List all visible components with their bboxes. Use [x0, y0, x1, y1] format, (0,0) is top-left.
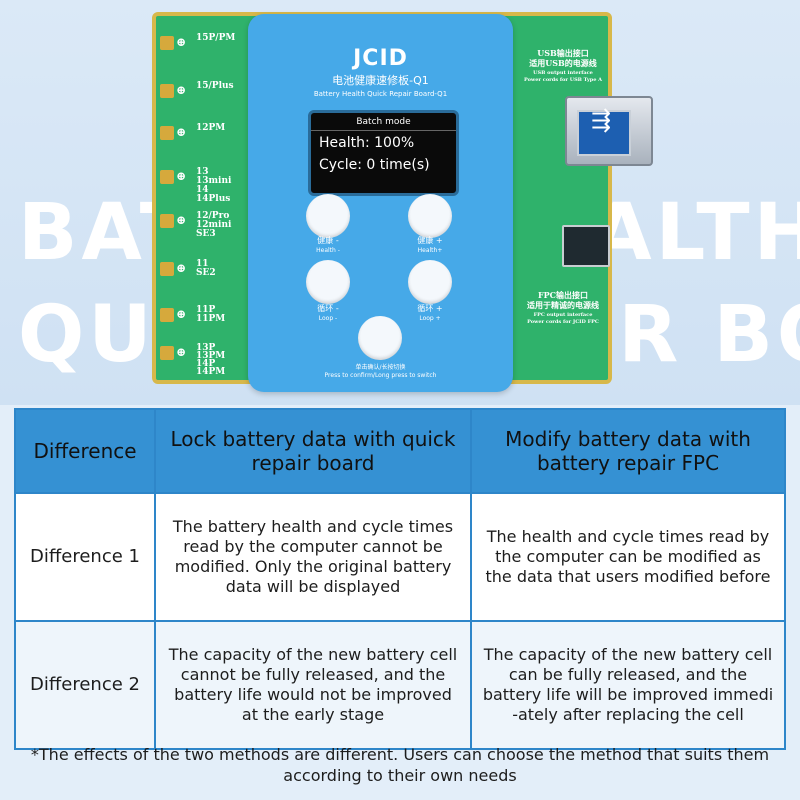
plus-icon: ⊕	[176, 125, 187, 139]
pin-row: ⊕ 11 SE2	[156, 260, 252, 280]
fpc-label-cn: FPC输出接口 适用于精诚的电源线	[527, 290, 599, 310]
header-difference: Difference	[16, 410, 156, 492]
health-minus-label: 健康 -Health -	[316, 236, 340, 254]
connector-icon	[160, 170, 174, 184]
loop-plus-button[interactable]	[408, 260, 452, 304]
row-fpc-text: The capacity of the new battery cell can…	[482, 645, 774, 724]
usb-trident-icon: ⇶	[591, 106, 612, 134]
row-label: Difference 2	[16, 622, 156, 748]
pin-row: ⊕ 15/Plus	[156, 82, 252, 102]
plus-icon: ⊕	[176, 307, 187, 321]
pin-row: ⊕ 12/Pro 12mini SE3	[156, 212, 252, 242]
table-header-row: Difference Lock battery data with quick …	[16, 410, 784, 494]
pin-label: 12PM	[196, 123, 226, 133]
connector-icon	[160, 36, 174, 50]
table-row: Difference 2 The capacity of the new bat…	[16, 622, 784, 748]
comparison-table: Difference Lock battery data with quick …	[14, 408, 786, 750]
pin-label: 15/Plus	[196, 81, 234, 91]
confirm-button[interactable]	[358, 316, 402, 360]
screen-mode: Batch mode	[311, 117, 456, 131]
loop-minus-label: 循环 -Loop -	[317, 304, 339, 322]
fpc-connector	[562, 225, 610, 267]
screen-cycle: Cycle: 0 time(s)	[319, 157, 430, 173]
brand-logo: JCID	[353, 46, 408, 71]
footnote: *The effects of the two methods are diff…	[30, 745, 770, 785]
pin-row: ⊕ 13 13mini 14 14Plus	[156, 168, 252, 208]
row-fpc-text: The health and cycle times read by the c…	[485, 527, 771, 586]
pin-label: 12/Pro 12mini SE3	[196, 211, 232, 239]
fpc-label-en: FPC output interface Power cords for JCI…	[527, 312, 599, 325]
loop-minus-button[interactable]	[306, 260, 350, 304]
repair-board-device: JCID 电池健康速修板-Q1 Battery Health Quick Rep…	[248, 14, 513, 392]
row-board-text: The battery health and cycle times read …	[156, 494, 472, 620]
health-plus-label: 健康 +Health+	[417, 236, 443, 254]
pin-label: 13 13mini 14 14Plus	[196, 167, 232, 204]
pin-label: 11 SE2	[196, 259, 216, 278]
table-row: Difference 1 The battery health and cycl…	[16, 494, 784, 622]
health-minus-button[interactable]	[306, 194, 350, 238]
connector-icon	[160, 346, 174, 360]
plus-icon: ⊕	[176, 35, 187, 49]
connector-icon	[160, 262, 174, 276]
header-fpc: Modify battery data with battery repair …	[505, 427, 751, 475]
header-board: Lock battery data with quick repair boar…	[156, 410, 472, 492]
health-plus-button[interactable]	[408, 194, 452, 238]
device-title-en: Battery Health Quick Repair Board-Q1	[313, 90, 448, 98]
usb-label-en: USB output interface Power cords for USB…	[523, 70, 603, 83]
connector-icon	[160, 84, 174, 98]
row-board-text: The capacity of the new battery cell can…	[156, 622, 472, 748]
usb-port: ⇶	[565, 96, 653, 166]
plus-icon: ⊕	[176, 213, 187, 227]
pin-label: 11P 11PM	[196, 305, 226, 324]
pin-row: ⊕ 12PM	[156, 124, 252, 144]
plus-icon: ⊕	[176, 83, 187, 97]
plus-icon: ⊕	[176, 261, 187, 275]
pin-list: ⊕ 15P/PM ⊕ 15/Plus ⊕ 12PM ⊕ 13 13mini 14 14P…	[156, 16, 248, 380]
plus-icon: ⊕	[176, 169, 187, 183]
pin-row: ⊕ 11P 11PM	[156, 306, 252, 326]
pin-label: 15P/PM	[196, 33, 236, 43]
connector-icon	[160, 126, 174, 140]
pin-row: ⊕ 13P 13PM 14P 14PM	[156, 344, 252, 380]
usb-port-inner	[577, 110, 631, 156]
loop-plus-label: 循环 +Loop +	[417, 304, 443, 322]
device-title-cn: 电池健康速修板-Q1	[332, 74, 429, 87]
product-photo: BATTERY HEALTH QUICK REPAIR BOARD ⊕15P/P…	[0, 0, 800, 405]
pin-row: ⊕ 15P/PM	[156, 34, 252, 54]
plus-icon: ⊕	[176, 345, 187, 359]
pin-label: 13P 13PM 14P 14PM	[196, 343, 226, 377]
usb-label-cn: USB输出接口 适用USB的电源线	[529, 48, 597, 68]
screen-health: Health: 100%	[319, 135, 415, 151]
device-screen: Batch mode Health: 100% Cycle: 0 time(s)	[308, 110, 459, 196]
row-label: Difference 1	[16, 494, 156, 620]
connector-icon	[160, 308, 174, 322]
connector-icon	[160, 214, 174, 228]
